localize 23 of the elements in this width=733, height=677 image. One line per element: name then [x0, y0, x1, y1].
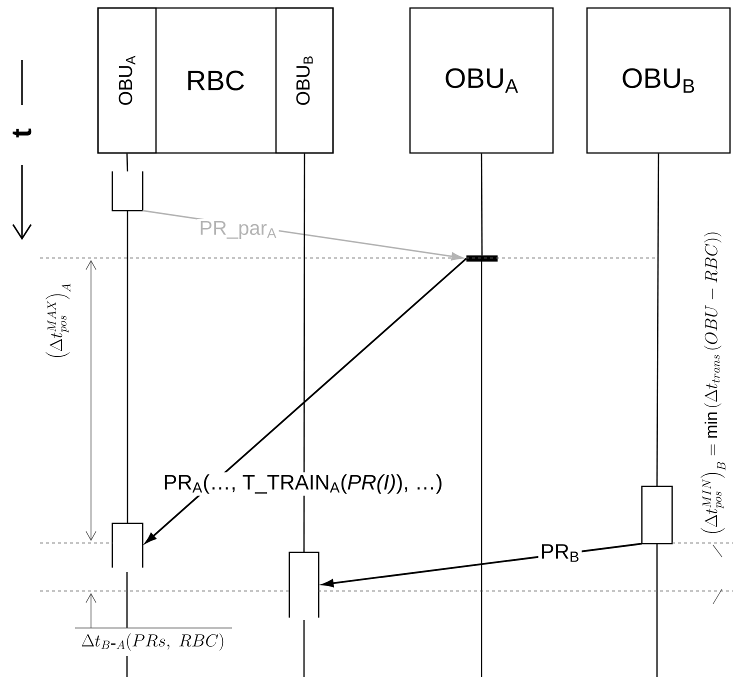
- message-arrow: [322, 542, 642, 588]
- activation-box: [112, 522, 144, 568]
- message-arrow: [145, 258, 467, 544]
- activation-box: [641, 486, 673, 544]
- header-cell: OBU$_{A}$: [97, 7, 157, 154]
- formula-label: $\left(\Delta t_{pos}^{MAX}\right)_{A}$: [46, 284, 70, 357]
- lifeline: [126, 210, 128, 524]
- lifeline: [656, 154, 660, 486]
- lifeline: [126, 154, 128, 172]
- edge-label: PR_par$_{A}$: [197, 219, 279, 241]
- activation-box: [288, 552, 320, 618]
- header-box: OBU$_{B}$: [586, 7, 731, 154]
- event-bar: [466, 255, 498, 262]
- lifeline: [480, 154, 483, 256]
- activation-box: [112, 171, 144, 212]
- edge-label: PR$_{B}$: [538, 542, 582, 564]
- axis-label: t: [12, 128, 32, 138]
- formula-label: $\Delta t_{B\mbox{-}A}(PRs,\ RBC)$: [82, 633, 224, 651]
- header-cell: OBU$_{B}$: [275, 7, 334, 154]
- formula-label: $\left(\Delta t_{pos}^{MIN}\right)_{B}=\min\left(\Delta t_{trans}\left(OBU-RBC\right)\right)$: [700, 232, 726, 533]
- lifeline: [303, 154, 306, 552]
- edge-label: PR$_{A}$(…, T_TRAIN$_{A}$(PR(I)), …): [161, 472, 445, 496]
- header-box: OBU$_{A}$: [409, 7, 554, 154]
